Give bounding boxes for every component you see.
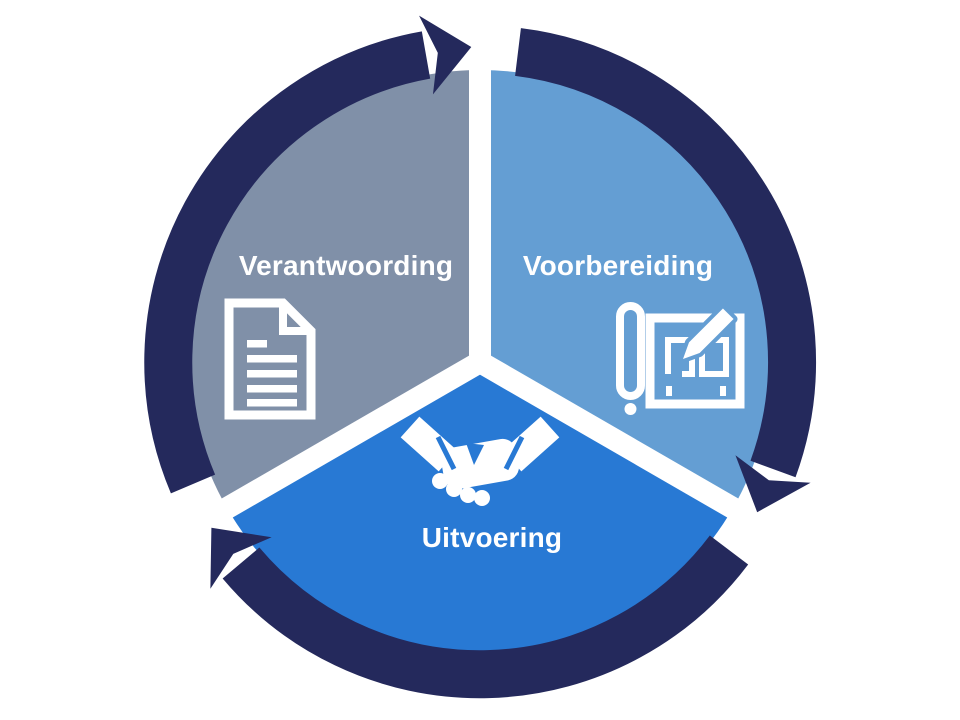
pencil	[679, 304, 738, 363]
document-outline	[224, 298, 316, 420]
segment-label-verantwoording: Verantwoording	[238, 250, 454, 281]
divider-lower-left	[171, 352, 486, 547]
blueprint-roll-dot	[624, 403, 637, 415]
blueprint-pencil-icon	[616, 302, 745, 415]
handshake-thumb-notch	[466, 443, 484, 465]
document-fold	[279, 303, 311, 335]
handshake-sleeves	[400, 416, 560, 472]
segment-label-voorbereiding: Voorbereiding	[522, 250, 714, 281]
handshake-clasp	[441, 438, 520, 490]
handshake-icon	[400, 416, 560, 506]
cycle-arrow-top-to-right	[515, 28, 816, 513]
document-icon	[224, 298, 316, 420]
cycle-arrow-right-to-left	[210, 527, 749, 699]
cycle-arrow-ring	[144, 15, 816, 699]
blueprint-sheet	[645, 313, 745, 409]
handshake-knuckles	[432, 473, 490, 506]
blueprint-roll	[616, 302, 645, 400]
divider-lower-right	[474, 352, 789, 547]
document-text-lines	[247, 340, 297, 407]
segment-label-uitvoering: Uitvoering	[421, 522, 563, 553]
handshake-cuffs	[435, 435, 525, 471]
cycle-arrow-left-to-top	[144, 15, 472, 494]
segment-dividers	[171, 12, 789, 547]
